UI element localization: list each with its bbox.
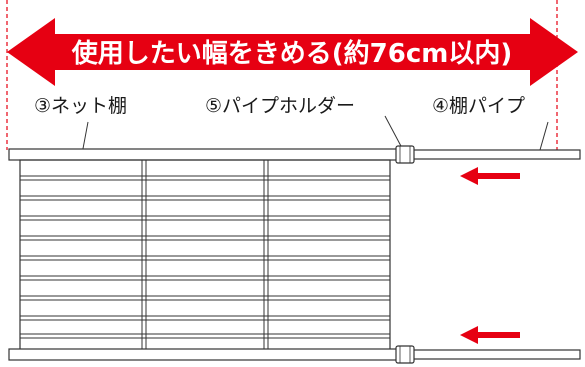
bottom-telescoping-pipe [411,349,581,360]
bottom-shelf-pipe [8,348,405,361]
shelf-pipe-leader [539,121,549,151]
bottom-slide-arrow-icon [460,326,520,344]
pipe-holder-label: ⑤パイプホルダー [205,95,355,117]
top-slide-arrow-icon [460,167,520,185]
top-pipe-holder [395,145,415,164]
shelf-pipe-label: ④棚パイプ [432,95,525,117]
net-shelf-label: ③ネット棚 [34,95,127,117]
width-double-arrow [7,18,578,86]
net-shelf-grid [19,159,391,351]
bottom-pipe-holder [395,345,415,364]
width-banner-text: 使用したい幅をきめる(約76cm以内) [71,38,512,69]
top-telescoping-pipe [411,149,581,160]
pipe-holder-leader [384,115,403,149]
top-shelf-pipe [8,148,405,161]
